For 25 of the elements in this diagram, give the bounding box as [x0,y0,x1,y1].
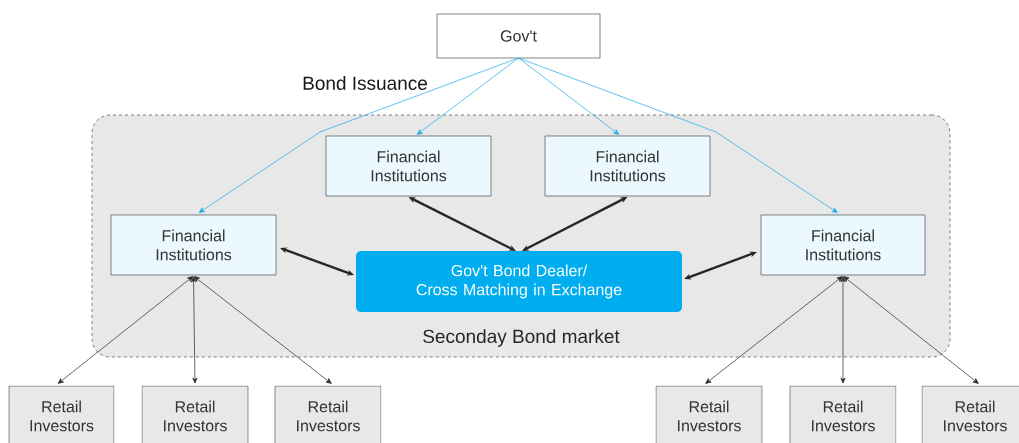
institution-box: Financial Institutions [110,214,277,276]
investor-box: Retail Investors [274,385,382,443]
investor-box: Retail Investors [789,385,897,443]
institution-box: Financial Institutions [325,135,492,197]
arrow [280,247,354,276]
arrow [198,57,519,213]
entity-box: Gov't [436,13,601,59]
arrow [518,57,838,213]
arrow [416,57,519,135]
arrow [193,276,332,384]
investor-box: Retail Investors [921,385,1019,443]
arrow [191,276,198,384]
arrow [705,276,843,384]
flow-label: Bond Issuance [303,76,427,90]
arrow [684,251,757,280]
institution-box: Financial Institutions [544,135,711,197]
arrow [843,276,979,384]
arrow [57,276,194,384]
arrow [518,57,620,135]
dealer-box: Gov't Bond Dealer/ Cross Matching in Exchange [356,251,682,312]
arrow [840,276,846,384]
institution-box: Financial Institutions [760,214,926,276]
investor-box: Retail Investors [141,385,249,443]
investor-box: Retail Investors [655,385,763,443]
investor-box: Retail Investors [8,385,115,443]
